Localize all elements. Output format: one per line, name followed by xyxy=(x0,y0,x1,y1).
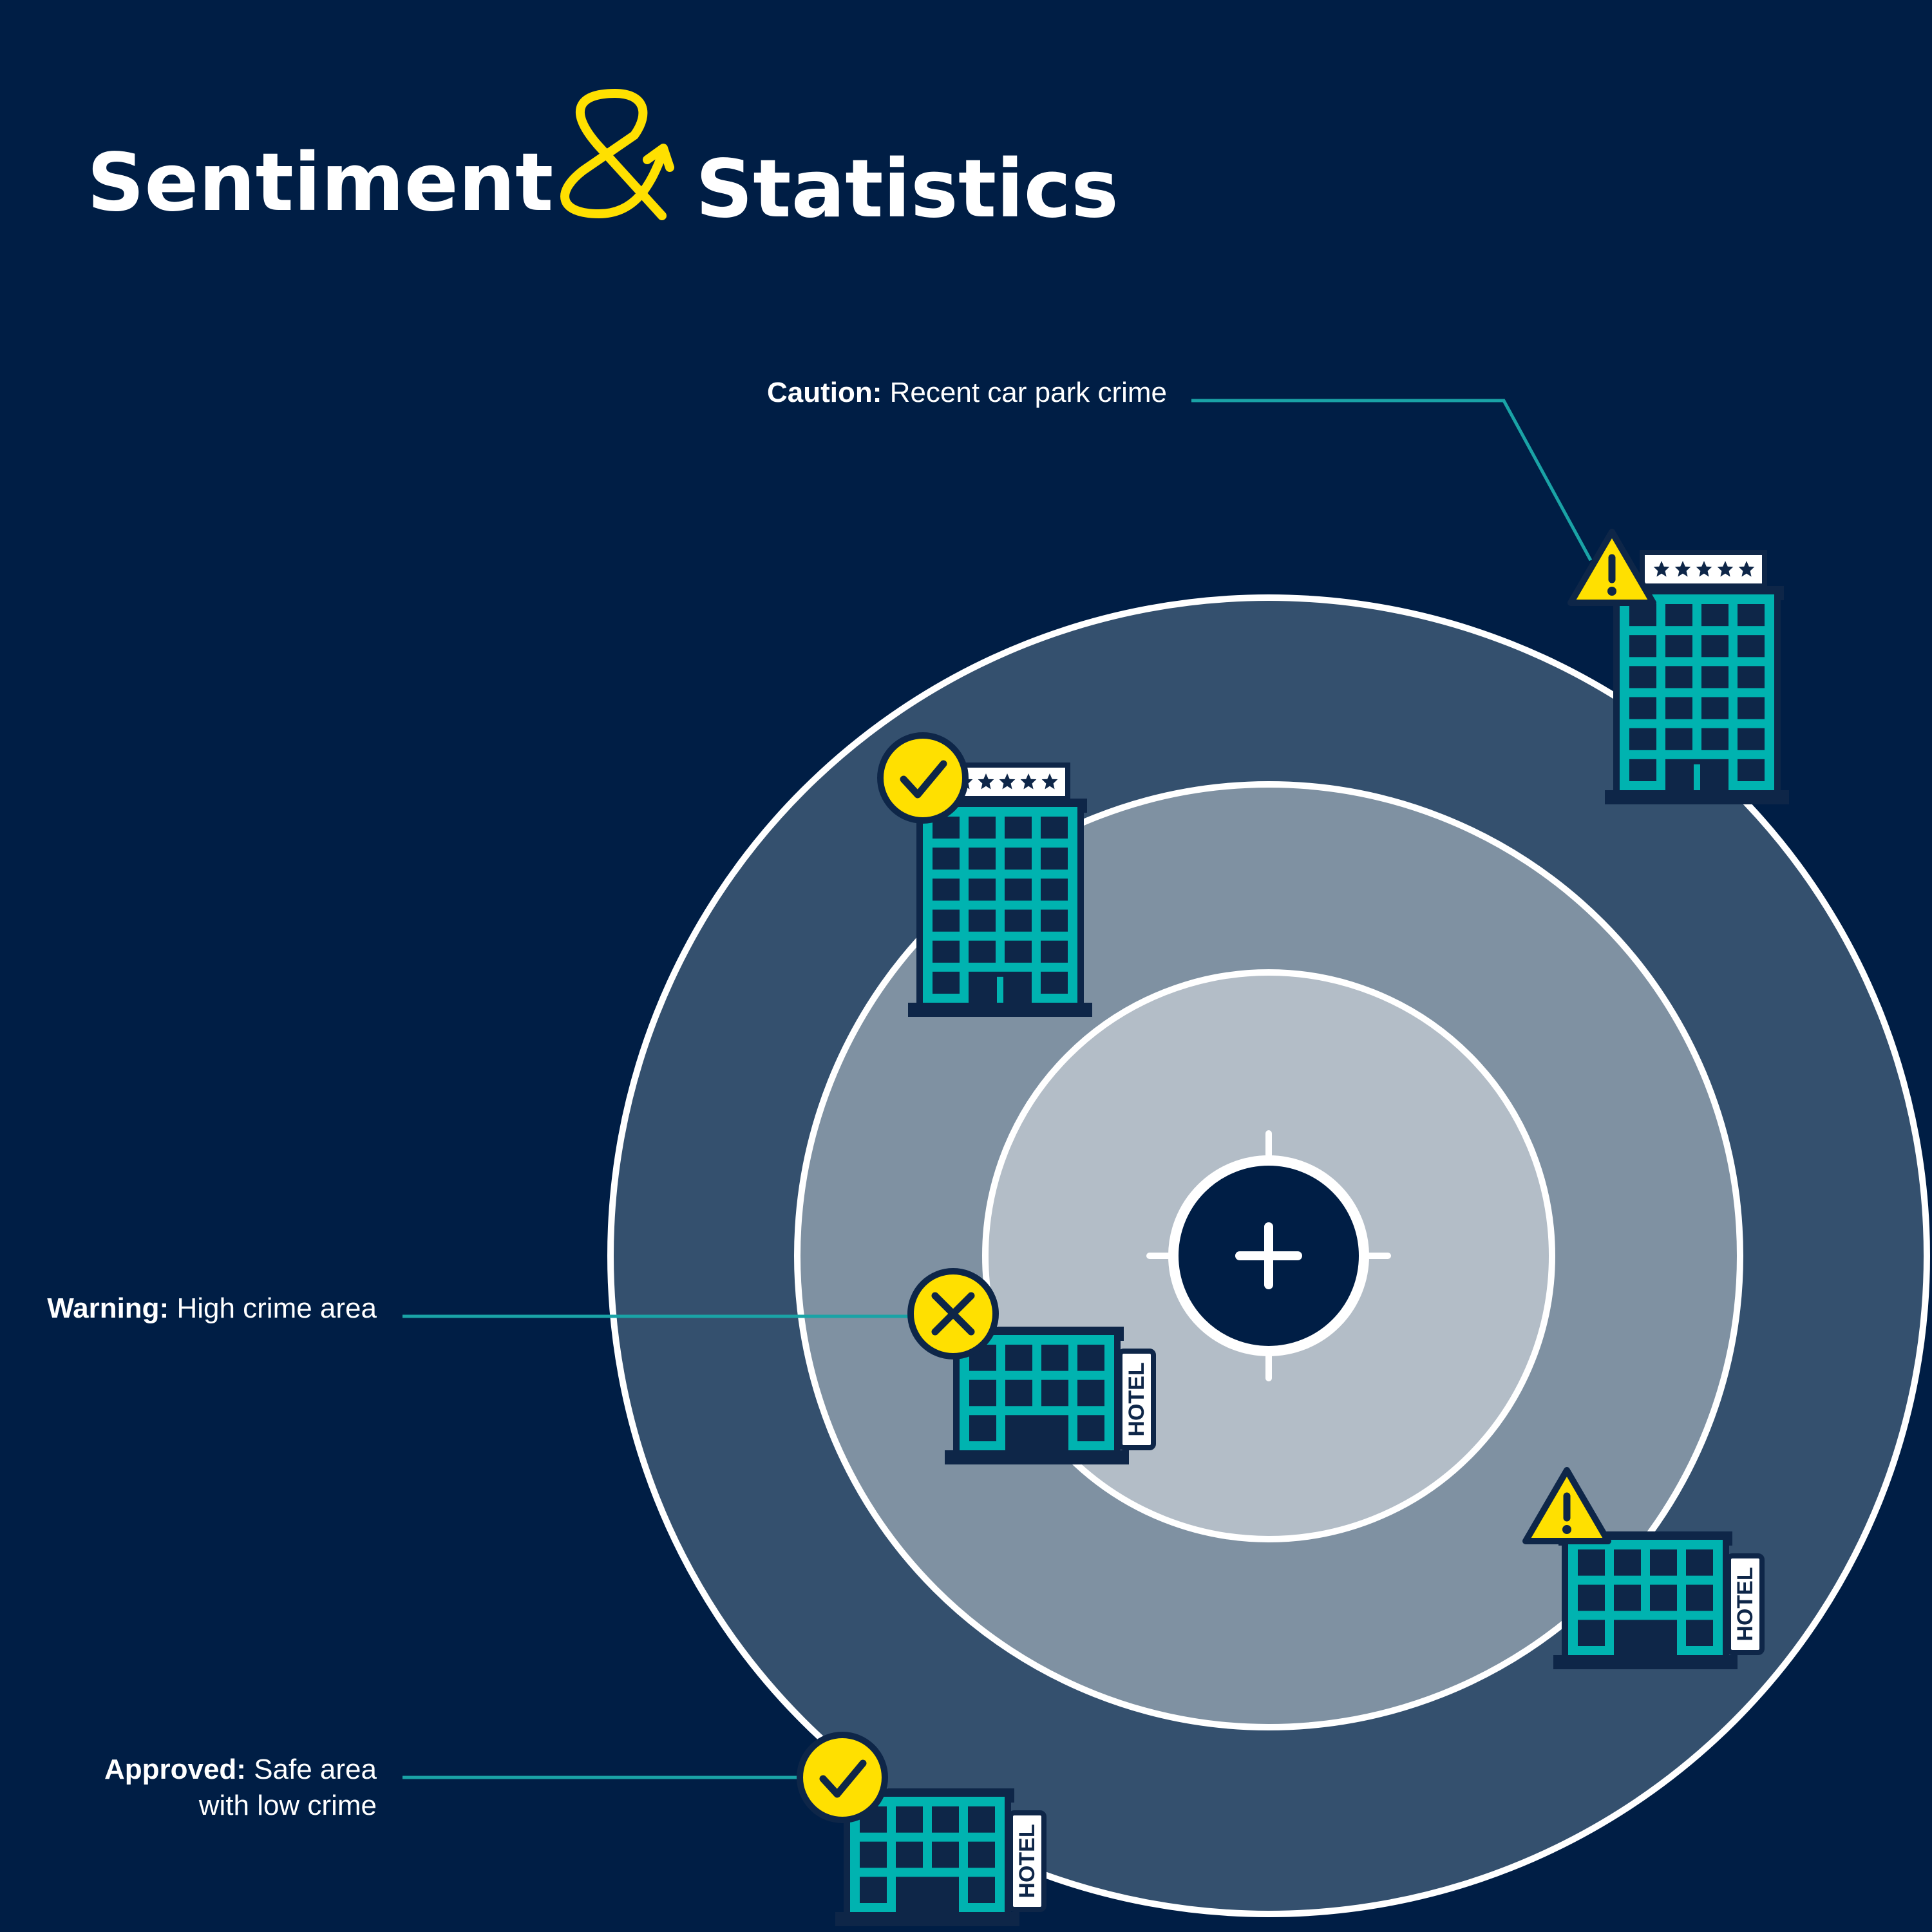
title-statistics: Statistics xyxy=(696,143,1119,236)
approved-text-line1: Safe area xyxy=(254,1754,377,1785)
check-icon xyxy=(797,1732,888,1823)
building-tower-1 xyxy=(1567,529,1789,804)
building-hotel-1: HOTEL xyxy=(907,1268,1156,1464)
warning-icon xyxy=(1522,1467,1611,1544)
caution-callout: Caution: Recent car park crime xyxy=(767,375,1167,411)
warning-callout: Warning: High crime area xyxy=(47,1291,377,1327)
caution-leader-line xyxy=(1191,399,1593,562)
hotel-sign-text: HOTEL xyxy=(1015,1824,1039,1898)
warning-text: High crime area xyxy=(176,1293,377,1324)
building-tower-2 xyxy=(877,732,1092,1017)
star-rating-sign xyxy=(1640,550,1767,589)
title-sentiment: Sentiment xyxy=(87,137,554,229)
buildings-layer: HOTEL HOTEL HOTEL xyxy=(797,529,1789,1926)
approved-label: Approved: xyxy=(104,1754,246,1785)
building-hotel-2: HOTEL xyxy=(1522,1467,1765,1669)
ampersand-arrow-icon xyxy=(560,89,674,220)
approved-text-line2: with low crime xyxy=(198,1790,377,1821)
caution-text: Recent car park crime xyxy=(889,377,1167,408)
hotel-sign: HOTEL xyxy=(1726,1553,1765,1655)
approved-callout: Approved: Safe area with low crime xyxy=(104,1752,377,1824)
caution-label: Caution: xyxy=(767,377,882,408)
hotel-sign: HOTEL xyxy=(1117,1349,1156,1450)
target-center-icon xyxy=(1146,1130,1391,1381)
warning-icon xyxy=(1567,529,1656,606)
door xyxy=(1614,1620,1677,1659)
warning-label: Warning: xyxy=(47,1293,169,1324)
door xyxy=(896,1877,959,1916)
hotel-sign-text: HOTEL xyxy=(1733,1567,1757,1641)
door xyxy=(1005,1415,1068,1454)
check-icon xyxy=(877,732,969,824)
cross-icon xyxy=(907,1268,999,1359)
building-hotel-3: HOTEL xyxy=(797,1732,1046,1926)
hotel-sign-text: HOTEL xyxy=(1124,1362,1149,1436)
hotel-sign: HOTEL xyxy=(1008,1810,1046,1912)
